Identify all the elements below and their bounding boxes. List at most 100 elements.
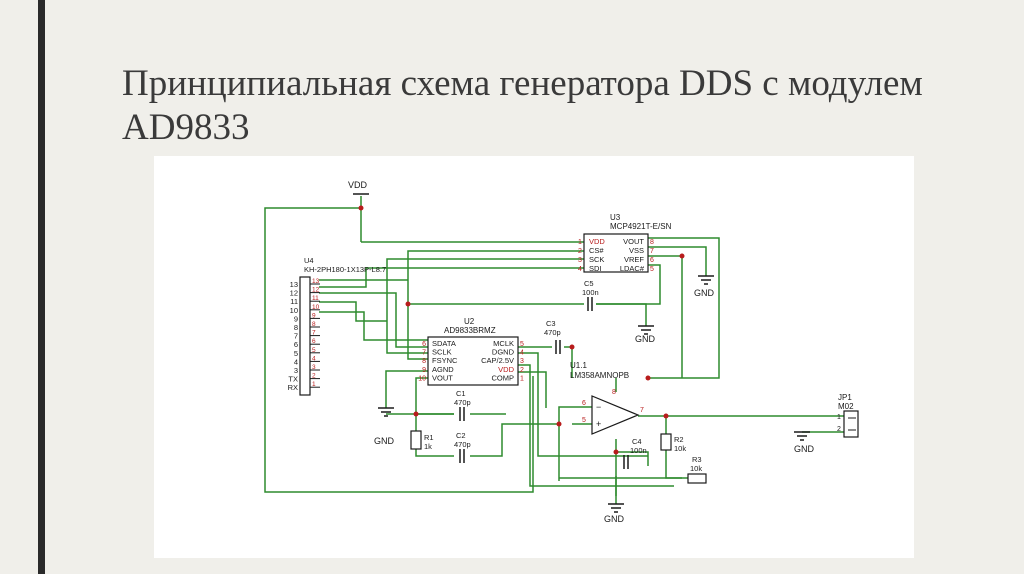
- capacitor-c2: C2 470p: [454, 431, 471, 463]
- wire-u3-vref: [648, 255, 683, 378]
- slide-title: Принципиальная схема генератора DDS с мо…: [122, 63, 923, 148]
- wire-c5-gnd: [596, 303, 647, 326]
- gnd-symbol-c5: GND: [635, 325, 656, 344]
- u3-pin-num: 3: [578, 257, 582, 264]
- u2-ref: U2: [464, 317, 475, 326]
- junctions: [358, 205, 685, 455]
- c1-value: 470p: [454, 398, 471, 407]
- u4-pin-num: 3: [312, 364, 316, 371]
- gnd-label: GND: [374, 436, 395, 446]
- u2-pin-name: COMP: [492, 373, 515, 382]
- u4-pin-num: 4: [312, 355, 316, 362]
- capacitor-c4: C4 100n: [623, 437, 647, 469]
- jp1-pin-num: 2: [837, 426, 841, 433]
- u2-pin-num: 2: [520, 367, 524, 374]
- u2-pin-name: SDATA: [432, 339, 456, 348]
- wire-u3-sdi: [319, 267, 584, 288]
- u2-pin-name: FSYNC: [432, 356, 458, 365]
- u4-pin-num: 6: [312, 338, 316, 345]
- u4-pin-label: TX: [288, 375, 298, 384]
- opamp-pin-num: 6: [582, 400, 586, 407]
- u2-pin-name: DGND: [492, 348, 515, 357]
- u3-pin-name: VREF: [624, 255, 644, 264]
- u3-pin-num: 5: [650, 266, 654, 273]
- u2-pin-name: VOUT: [432, 373, 453, 382]
- r1-value: 1k: [424, 442, 432, 451]
- u4-pin-label: 11: [290, 297, 298, 306]
- u4-part: KH-2PH180-1X13P-L8.7: [304, 265, 386, 274]
- gnd-symbol-jp1: GND: [794, 431, 815, 454]
- opamp-pin-num: 8: [612, 389, 616, 396]
- u4-ref: U4: [304, 256, 314, 265]
- u4-pin-num: 10: [312, 304, 320, 311]
- wire-u2-dgnd: [518, 352, 648, 457]
- gnd-label: GND: [604, 514, 625, 524]
- u4-pin-num: 11: [312, 295, 319, 302]
- u4-pin-num: 9: [312, 312, 316, 319]
- c3-value: 470p: [544, 328, 561, 337]
- u2-dds-chip: U2 AD9833BRMZ SDATA6SCLK7FSYNC8AGND9VOUT…: [418, 317, 524, 386]
- c5-ref: C5: [584, 279, 594, 288]
- capacitor-c1: C1 470p: [454, 389, 471, 421]
- c1-ref: C1: [456, 389, 466, 398]
- jp1-ref: JP1: [838, 393, 852, 402]
- c4-ref: C4: [632, 437, 642, 446]
- u2-pin-name: VDD: [498, 365, 514, 374]
- wire-u3-vout: [648, 237, 720, 379]
- schematic-diagram: VDD GND GND GND GND GND U3 MCP4921T-E/SN…: [154, 156, 914, 558]
- wire-u3-sck: [386, 258, 584, 354]
- u3-pin-num: 4: [578, 266, 582, 273]
- u2-pin-num: 6: [422, 341, 426, 348]
- junction-dot: [679, 253, 685, 259]
- u2-pin-name: MCLK: [493, 339, 514, 348]
- capacitor-c5: C5 100n: [582, 279, 599, 311]
- gnd-label: GND: [794, 444, 815, 454]
- u3-pin-name: VOUT: [623, 237, 644, 246]
- wires: [264, 196, 844, 504]
- u2-pin-name: AGND: [432, 365, 454, 374]
- u4-pin-label: 9: [294, 314, 298, 323]
- u2-pin-name: CAP/2.5V: [481, 356, 514, 365]
- wire-u2-vdd-comp: [518, 371, 547, 408]
- r1-ref: R1: [424, 433, 434, 442]
- wire-c2-right: [470, 423, 559, 457]
- jp1-part: M02: [838, 402, 854, 411]
- r3-ref: R3: [692, 455, 702, 464]
- junction-dot: [569, 344, 575, 350]
- u4-pin-label: 13: [290, 280, 298, 289]
- u1-part: LM358AMNOPB: [570, 371, 629, 380]
- gnd-symbol-opamp: GND: [604, 503, 625, 524]
- u4-pin-label: RX: [288, 383, 298, 392]
- accent-bar: [38, 0, 45, 574]
- opamp-pin-num: 5: [582, 417, 586, 424]
- wire-opamp-inv: [558, 406, 592, 481]
- jp1-pin-num: 1: [837, 414, 841, 421]
- u4-pin-label: 12: [290, 289, 298, 298]
- wire-u2-cap: [518, 364, 674, 487]
- c4-value: 100n: [630, 446, 647, 455]
- u3-part: MCP4921T-E/SN: [610, 222, 672, 231]
- schematic-canvas: VDD GND GND GND GND GND U3 MCP4921T-E/SN…: [264, 180, 859, 524]
- wire-opamp-gnd: [616, 451, 649, 466]
- r3-value: 10k: [690, 464, 702, 473]
- resistor-r2: R2 10k: [660, 433, 686, 453]
- u3-pin-name: VSS: [629, 246, 644, 255]
- u2-pin-num: 5: [520, 341, 524, 348]
- c5-value: 100n: [582, 288, 599, 297]
- gnd-label: GND: [635, 334, 656, 344]
- u4-pin-num: 13: [312, 278, 320, 285]
- u3-dac-chip: U3 MCP4921T-E/SN VDD CS# SCK SDI 1 2 3 4…: [578, 213, 672, 273]
- u3-pin-name: VDD: [589, 237, 605, 246]
- u4-pin-label: 5: [294, 349, 298, 358]
- c2-value: 470p: [454, 440, 471, 449]
- wire-u4-10: [319, 311, 428, 341]
- junction-dot: [613, 449, 619, 455]
- gnd-label: GND: [694, 288, 715, 298]
- r2-value: 10k: [674, 444, 686, 453]
- wire-r1: [415, 414, 454, 457]
- u2-pin-num: 8: [422, 358, 426, 365]
- junction-dot: [663, 413, 669, 419]
